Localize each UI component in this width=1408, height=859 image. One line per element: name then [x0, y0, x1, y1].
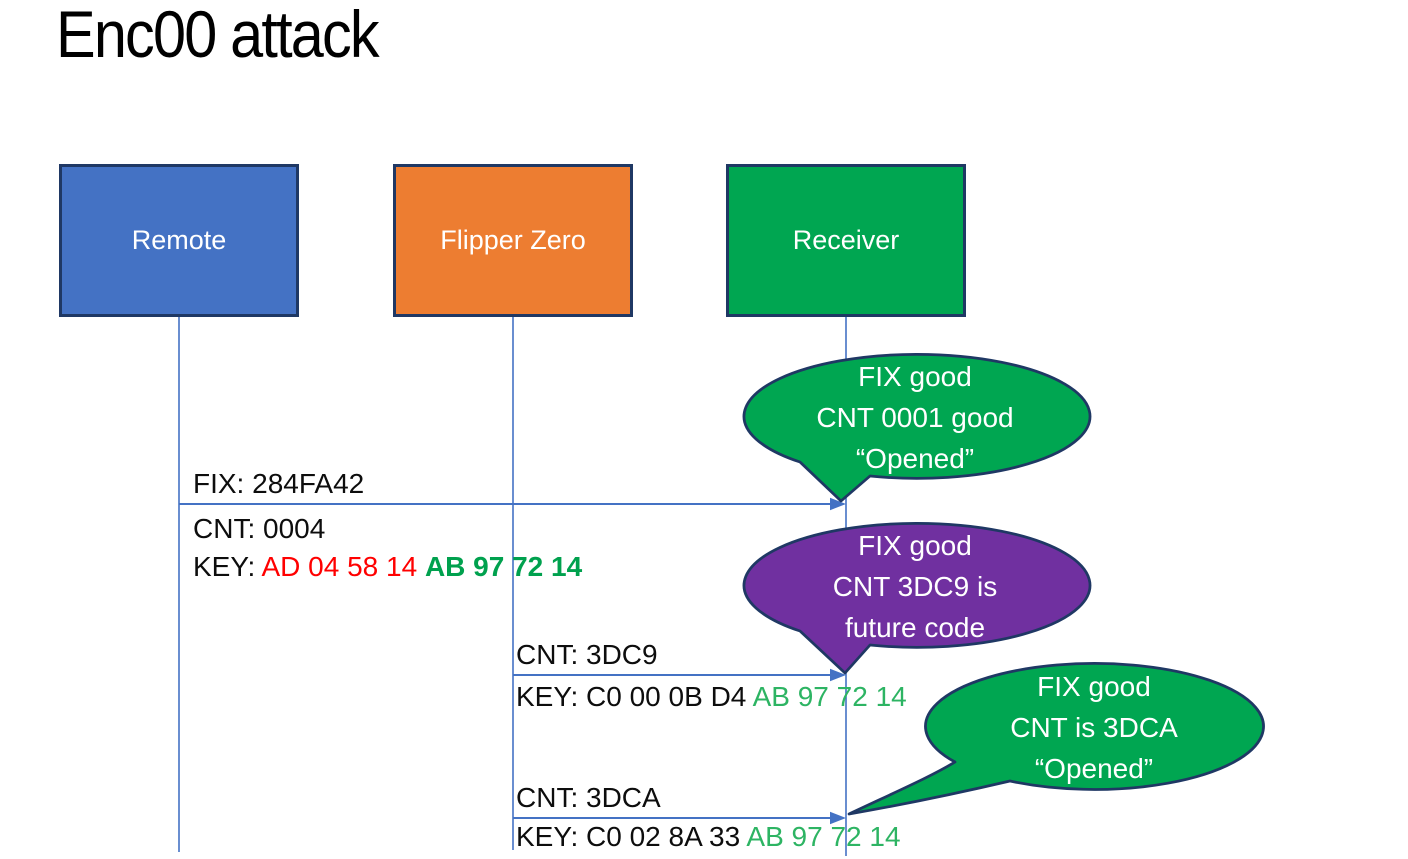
message-3-cnt: CNT: 3DCA: [516, 783, 661, 813]
message-2-cnt-text: CNT: 3DC9: [516, 639, 658, 670]
callout-line: FIX good: [858, 361, 972, 392]
key-label: KEY: C0 00 0B D4: [516, 681, 753, 712]
callout-bubble-opened-1: [742, 352, 1092, 503]
callout-line: CNT 0001 good: [816, 402, 1014, 433]
actor-label-remote: Remote: [131, 225, 227, 255]
message-3-cnt-text: CNT: 3DCA: [516, 782, 661, 813]
callout-line: CNT is 3DCA: [1010, 712, 1178, 743]
message-1-fix-text: FIX: 284FA42: [193, 468, 365, 499]
callout-text-future-code: FIX good CNT 3DC9 is future code: [742, 525, 1088, 648]
key-green-bytes: AB 97 72 14: [424, 551, 583, 582]
message-1-key: KEY: AD 04 58 14 AB 97 72 14: [193, 552, 582, 582]
callout-line: “Opened”: [1034, 753, 1154, 784]
callout-line: FIX good: [858, 530, 972, 561]
actor-box-receiver: Receiver: [726, 164, 966, 317]
message-1-fix: FIX: 284FA42: [193, 469, 364, 499]
callout-line: “Opened”: [855, 443, 975, 474]
actor-label-flipper-zero: Flipper Zero: [440, 225, 586, 255]
message-arrow-2: [513, 668, 846, 682]
callout-line: future code: [844, 612, 986, 643]
message-2-cnt: CNT: 3DC9: [516, 640, 658, 670]
key-label: KEY:: [193, 551, 262, 582]
message-2-key: KEY: C0 00 0B D4 AB 97 72 14: [516, 682, 907, 712]
message-1-cnt-text: CNT: 0004: [193, 513, 326, 544]
callout-bubble-future-code: [742, 521, 1092, 675]
actor-box-flipper-zero: Flipper Zero: [393, 164, 633, 317]
actor-box-remote: Remote: [59, 164, 299, 317]
key-green-bytes: AB 97 72 14: [746, 821, 901, 852]
callout-line: FIX good: [1037, 671, 1151, 702]
key-red-bytes: AD 04 58 14: [261, 551, 425, 582]
callout-bubble-opened-2: [847, 662, 1265, 816]
message-arrow-3: [513, 811, 846, 825]
key-green-bytes: AB 97 72 14: [752, 681, 907, 712]
callout-line: CNT 3DC9 is: [832, 571, 998, 602]
actor-label-receiver: Receiver: [792, 225, 900, 255]
arrowhead-icon: [830, 668, 846, 682]
arrowhead-icon: [830, 811, 846, 825]
message-3-key: KEY: C0 02 8A 33 AB 97 72 14: [516, 822, 901, 852]
message-1-cnt: CNT: 0004: [193, 514, 325, 544]
callout-text-opened-1: FIX good CNT 0001 good “Opened”: [742, 356, 1088, 479]
key-label: KEY: C0 02 8A 33: [516, 821, 747, 852]
message-arrow-1: [179, 497, 846, 511]
arrowhead-icon: [830, 497, 846, 511]
slide-title: Enc00 attack: [56, 0, 380, 71]
callout-text-opened-2: FIX good CNT is 3DCA “Opened”: [925, 666, 1263, 789]
